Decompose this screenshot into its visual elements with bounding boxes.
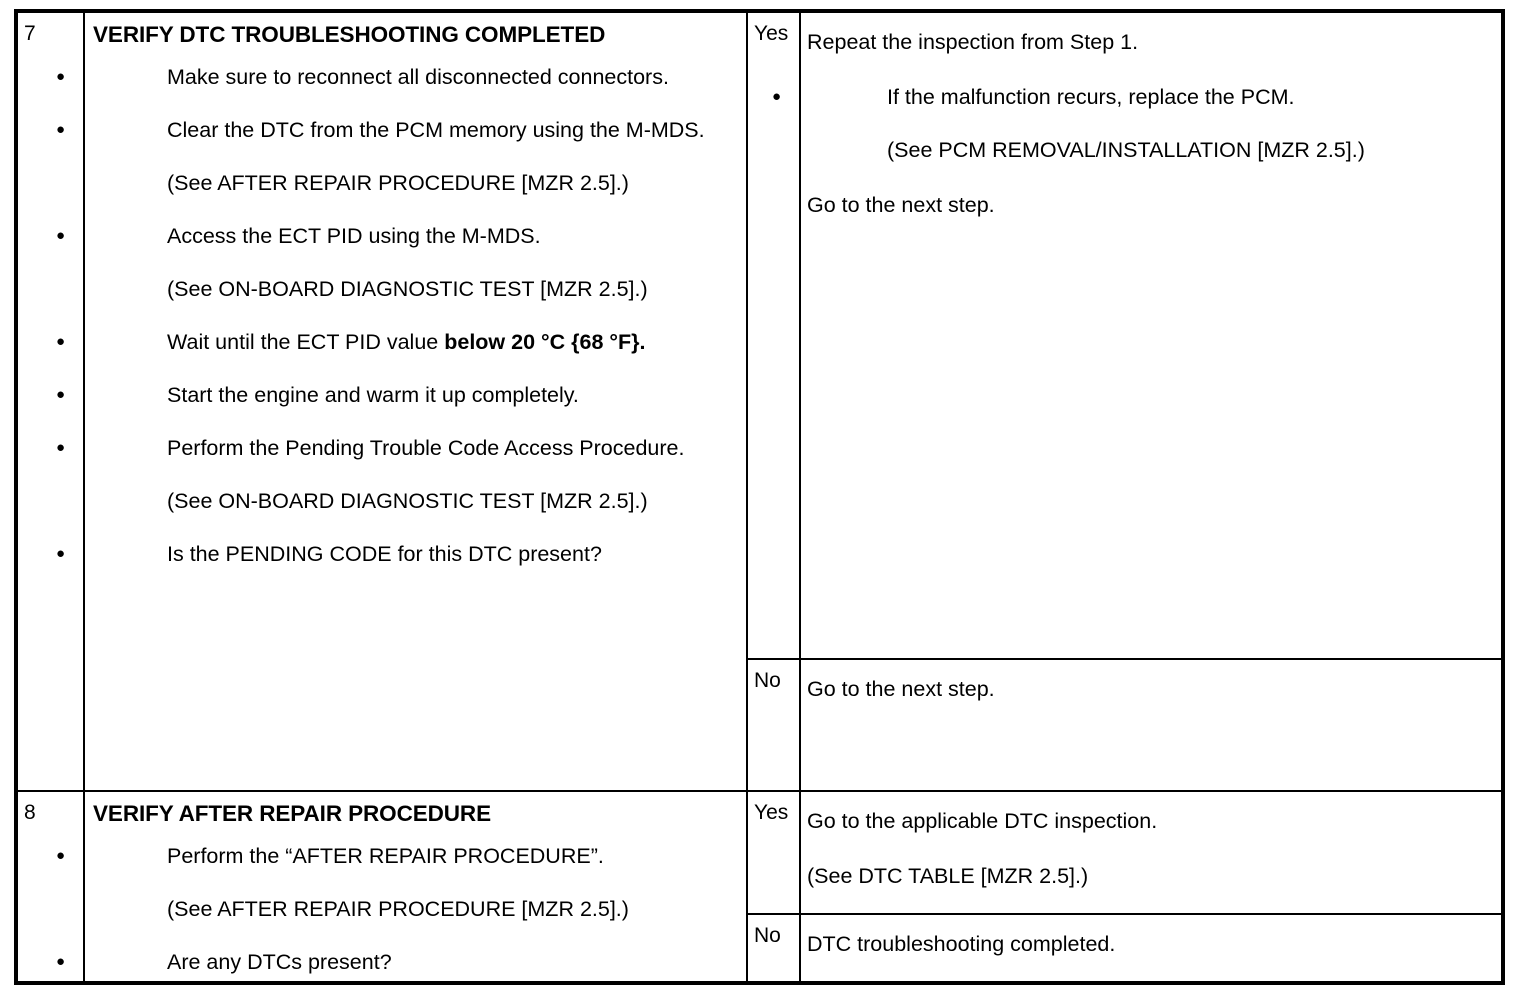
reference-note: (See DTC TABLE [MZR 2.5].) — [807, 864, 1089, 889]
list-item: Is the PENDING CODE for this DTC present… — [56, 538, 746, 570]
result-label-no: No — [754, 669, 781, 693]
result-action-cell: Go to the applicable DTC inspection. (Se… — [799, 790, 1504, 915]
step-number-cell: 8 — [15, 790, 85, 984]
table-row: No DTC troubleshooting completed. — [16, 912, 1504, 985]
table-row: No Go to the next step. — [16, 658, 1504, 793]
step-number-cell: 7 — [15, 9, 85, 793]
list-item: Wait until the ECT PID value below 20 °C… — [56, 326, 746, 358]
list-item: Make sure to reconnect all disconnected … — [56, 61, 746, 93]
result-label-no: No — [754, 923, 781, 947]
list-item: Are any DTCs present? — [56, 946, 746, 978]
result-action-cell: Go to the next step. — [799, 658, 1504, 793]
step-heading: VERIFY AFTER REPAIR PROCEDURE — [93, 801, 491, 827]
action-text: Go to the next step. — [807, 677, 995, 702]
step-number: 8 — [24, 801, 36, 825]
table-row: 7 VERIFY DTC TROUBLESHOOTING COMPLETED M… — [15, 9, 1504, 793]
result-label-yes: Yes — [754, 22, 789, 45]
action-text: Go to the applicable DTC inspection. — [807, 809, 1158, 834]
reference-note: (See PCM REMOVAL/INSTALLATION [MZR 2.5].… — [887, 138, 1365, 162]
reference-note: (See AFTER REPAIR PROCEDURE [MZR 2.5].) — [167, 897, 629, 922]
list-item: If the malfunction recurs, replace the P… — [772, 81, 1501, 113]
result-label-cell: Yes — [746, 790, 801, 915]
reference-note: (See ON-BOARD DIAGNOSTIC TEST [MZR 2.5].… — [167, 489, 648, 513]
result-action-cell: Repeat the inspection from Step 1. If th… — [772, 9, 1504, 661]
step-inspection-cell: VERIFY DTC TROUBLESHOOTING COMPLETED Mak… — [56, 9, 748, 793]
list-item: Access the ECT PID using the M-MDS. — [56, 220, 746, 252]
emphasis-value: below 20 °C {68 °F}. — [444, 330, 646, 354]
action-text: DTC troubleshooting completed. — [807, 931, 1116, 956]
reference-note: (See AFTER REPAIR PROCEDURE [MZR 2.5].) — [167, 171, 629, 195]
reference-note: (See ON-BOARD DIAGNOSTIC TEST [MZR 2.5].… — [167, 277, 648, 301]
step-number: 7 — [24, 22, 36, 45]
result-action-cell: DTC troubleshooting completed. — [799, 912, 1504, 985]
step-inspection-cell: VERIFY AFTER REPAIR PROCEDURE Perform th… — [56, 790, 748, 984]
action-text: Go to the next step. — [807, 193, 995, 217]
dtc-troubleshooting-table: 7 VERIFY DTC TROUBLESHOOTING COMPLETED M… — [14, 9, 1505, 985]
result-label-cell: No — [746, 912, 801, 985]
list-item: Start the engine and warm it up complete… — [56, 379, 746, 411]
list-item: Clear the DTC from the PCM memory using … — [56, 114, 746, 146]
list-item: Perform the “AFTER REPAIR PROCEDURE”. — [56, 840, 746, 872]
result-label-cell: No — [746, 658, 801, 793]
result-label-cell: Yes — [746, 9, 801, 661]
table-row: 8 VERIFY AFTER REPAIR PROCEDURE Perform … — [15, 790, 1504, 984]
step-heading: VERIFY DTC TROUBLESHOOTING COMPLETED — [93, 22, 606, 47]
action-text: Repeat the inspection from Step 1. — [807, 30, 1139, 54]
list-item: Perform the Pending Trouble Code Access … — [56, 432, 746, 464]
result-label-yes: Yes — [754, 801, 789, 825]
